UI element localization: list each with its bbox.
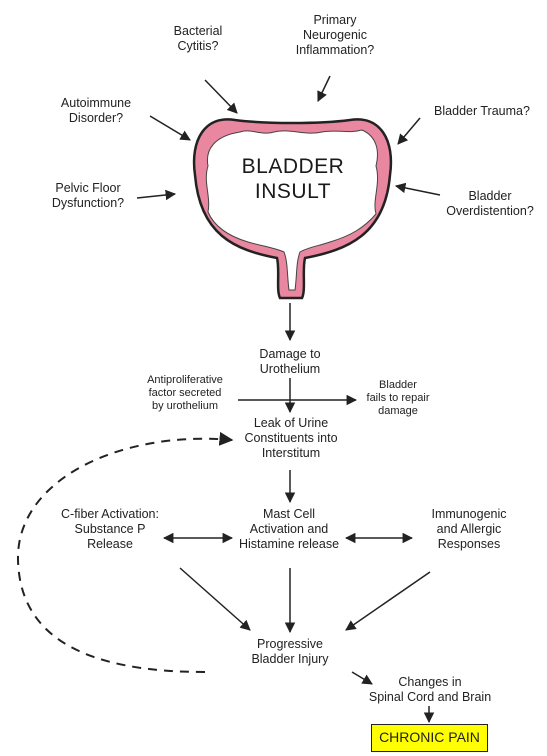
- node-antiproliferative: Antiproliferative factor secreted by uro…: [147, 374, 223, 413]
- arrow-pelvic: [137, 194, 175, 198]
- node-immunogenic: Immunogenic and Allergic Responses: [431, 507, 506, 552]
- node-damage-urothelium: Damage to Urothelium: [259, 347, 320, 377]
- dashed-feedback-loop: [18, 439, 232, 672]
- cause-bacterial-cystitis: Bacterial Cytitis?: [174, 24, 223, 54]
- arrow-cfiber-to-progressive: [180, 568, 250, 630]
- cause-pelvic-floor: Pelvic Floor Dysfunction?: [52, 181, 124, 211]
- arrow-neurogenic: [318, 76, 330, 101]
- node-progressive-injury: Progressive Bladder Injury: [251, 637, 328, 667]
- node-fails-repair: Bladder fails to repair damage: [367, 379, 430, 418]
- arrow-trauma: [398, 118, 420, 144]
- node-mast-cell: Mast Cell Activation and Histamine relea…: [239, 507, 339, 552]
- node-changes-spinal: Changes in Spinal Cord and Brain: [369, 675, 491, 705]
- arrow-bacterial: [205, 80, 237, 113]
- node-leak-urine: Leak of Urine Constituents into Intersti…: [244, 416, 337, 461]
- cause-autoimmune: Autoimmune Disorder?: [61, 96, 131, 126]
- arrow-immuno-to-progressive: [346, 572, 430, 630]
- title-line-1: BLADDER: [242, 154, 345, 179]
- arrow-overdistention: [396, 186, 440, 195]
- bladder-insult-title: BLADDER INSULT: [242, 154, 345, 204]
- node-c-fiber: C-fiber Activation: Substance P Release: [61, 507, 159, 552]
- title-line-2: INSULT: [242, 179, 345, 204]
- cause-primary-neurogenic: Primary Neurogenic Inflammation?: [296, 13, 375, 58]
- cause-bladder-trauma: Bladder Trauma?: [434, 104, 530, 119]
- chronic-pain-box: CHRONIC PAIN: [371, 724, 488, 752]
- cause-overdistention: Bladder Overdistention?: [446, 189, 534, 219]
- arrow-autoimmune: [150, 116, 190, 140]
